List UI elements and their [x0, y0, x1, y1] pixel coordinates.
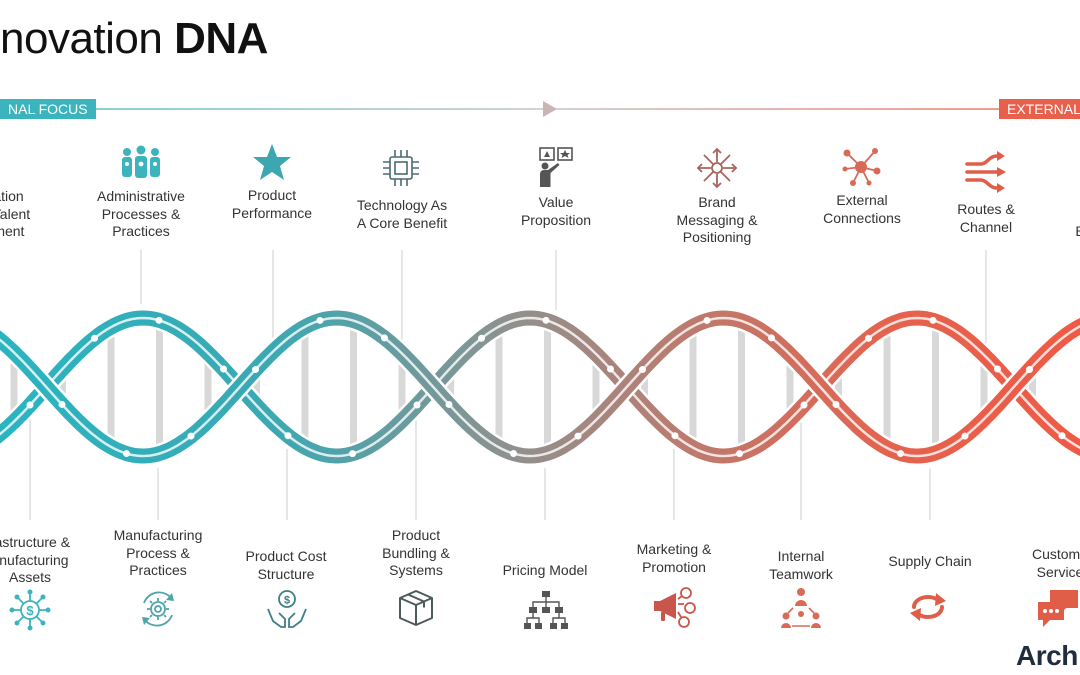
helix-bead	[542, 316, 550, 324]
helix-bead	[768, 334, 775, 342]
people-group-icon	[0, 140, 27, 184]
hierarchy-icon	[524, 591, 568, 629]
cycle-arrows-icon	[910, 593, 946, 621]
box-icon	[399, 590, 433, 626]
label-product-bundling: Product Bundling & Systems	[382, 527, 450, 578]
helix-bead	[123, 450, 130, 458]
helix-bead	[58, 400, 66, 408]
label-supply-chain: Supply Chain	[888, 553, 972, 569]
helix-bead	[381, 334, 388, 342]
helix-bead	[445, 400, 453, 408]
presenter-icon	[539, 147, 573, 187]
helix-bead	[574, 432, 582, 440]
brand-logo: Arch	[1016, 640, 1078, 671]
team-gears-icon	[122, 145, 160, 178]
megaphone-icon	[654, 587, 696, 628]
helix-bead	[736, 450, 743, 458]
helix-strand-highlight	[0, 316, 1080, 458]
chat-bubbles-icon	[1038, 590, 1078, 627]
helix-bead	[510, 450, 517, 458]
helix-bead	[478, 334, 485, 342]
label-marketing-promotion: Marketing & Promotion	[636, 541, 712, 575]
helix-bead	[994, 365, 1001, 373]
helix-bead	[220, 365, 227, 373]
label-infrastructure-assets: rastructure & anufacturing Assets	[0, 534, 71, 585]
label-pricing-model: Pricing Model	[502, 562, 588, 578]
helix-bead	[91, 334, 98, 342]
label-administrative-processes: Administrative Processes & Practices	[97, 188, 185, 239]
label-internal-teamwork: Internal Teamwork	[769, 548, 833, 582]
helix-bead	[929, 316, 937, 324]
svg-text:$: $	[284, 595, 290, 607]
helix-bead	[349, 450, 356, 458]
helix-strands	[0, 307, 1080, 467]
label-product-cost-structure: Product Cost Structure	[245, 548, 327, 582]
helix-bead	[961, 432, 969, 440]
helix-bead	[413, 401, 421, 409]
helix-bead	[832, 400, 840, 408]
helix-bead	[639, 366, 646, 374]
label-partial-b: B	[1010, 223, 1080, 241]
gear-cycle-icon	[142, 591, 174, 627]
axis-arrow-icon	[543, 101, 557, 117]
hands-dollar-icon: $	[267, 590, 307, 628]
label-brand-messaging: Brand Messaging & Positioning	[676, 194, 758, 245]
teamwork-icon	[781, 588, 821, 628]
helix-bead	[703, 316, 711, 324]
helix-bead	[607, 365, 614, 373]
label-external-connections: External Connections	[823, 192, 901, 226]
label-product-performance: Product Performance	[231, 187, 313, 221]
label-routes-channel: Routes & Channel	[957, 201, 1015, 235]
label-customer-service: Custome Service	[1031, 546, 1080, 580]
helix-rungs	[10, 329, 1036, 445]
page-title: novation DNA	[0, 14, 268, 63]
network-nodes-icon	[842, 148, 881, 186]
helix-bead	[187, 432, 195, 440]
leader-lines	[29, 250, 987, 520]
label-manufacturing-process: Manufacturing Process & Practices	[113, 527, 203, 578]
label-organization-talent: zation & Talent ement	[0, 188, 31, 239]
helix-bead	[26, 401, 34, 409]
helix-bead	[800, 401, 808, 409]
helix-bead	[284, 432, 292, 440]
helix-bead	[316, 316, 324, 324]
helix-bead	[155, 316, 163, 324]
external-focus-label: EXTERNAL	[999, 99, 1080, 119]
star-icon	[253, 144, 291, 180]
helix-bead	[1058, 432, 1066, 440]
label-value-proposition: Value Proposition	[520, 194, 592, 228]
helix-bead	[252, 366, 259, 374]
helix-bead	[671, 432, 679, 440]
label-technology-core-benefit: Technology As A Core Benefit	[356, 197, 448, 231]
helix-bead	[1026, 366, 1033, 374]
helix-strand-highlight	[0, 316, 1080, 458]
split-arrows-icon	[965, 151, 1006, 193]
helix-beads	[26, 316, 1066, 458]
expand-arrows-icon	[696, 147, 738, 189]
dollar-network-icon: $	[9, 589, 51, 631]
helix-bead	[897, 450, 904, 458]
svg-text:$: $	[26, 603, 34, 618]
internal-focus-label: NAL FOCUS	[0, 99, 96, 119]
chip-icon	[383, 150, 419, 186]
helix-bead	[865, 334, 872, 342]
